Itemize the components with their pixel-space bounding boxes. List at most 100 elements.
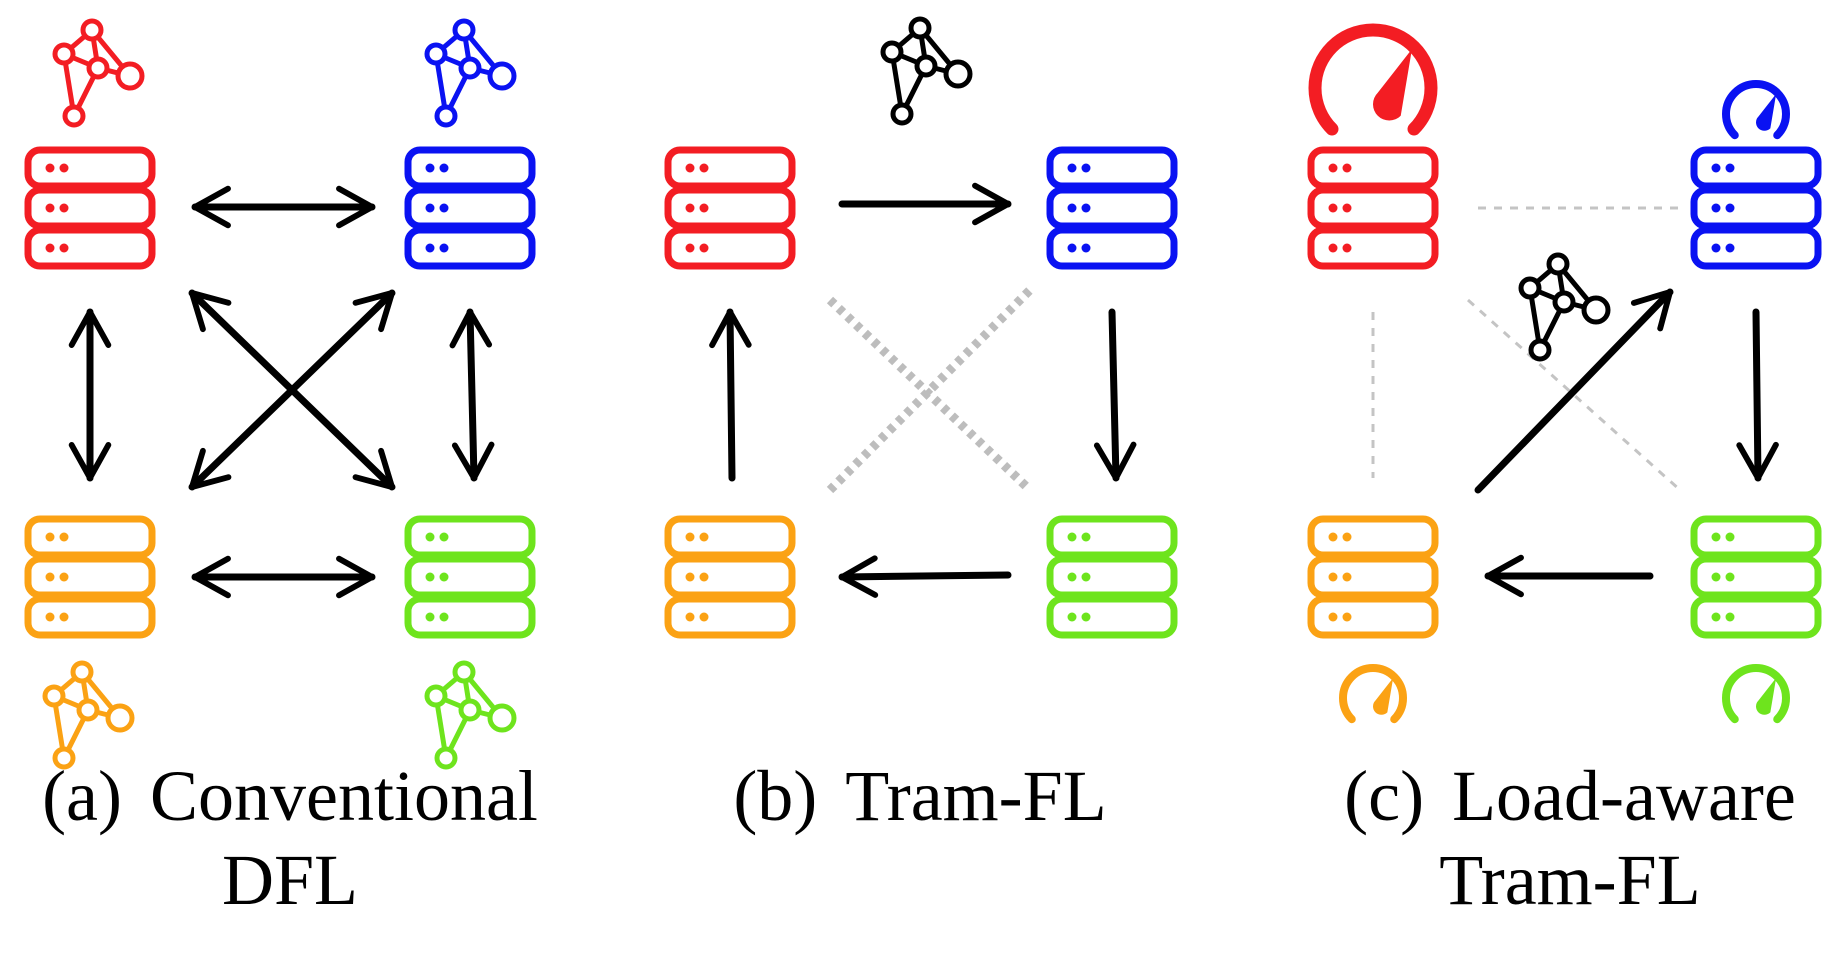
server-led xyxy=(1711,163,1721,173)
graph-node xyxy=(890,102,914,126)
server-led xyxy=(425,612,435,622)
arrow-orange-to-red xyxy=(709,308,752,482)
server-unit xyxy=(664,595,796,639)
server-orange-b xyxy=(664,515,796,639)
server-led xyxy=(45,532,55,542)
server-led xyxy=(699,532,709,542)
server-led xyxy=(1081,243,1091,253)
server-led xyxy=(1328,532,1338,542)
server-unit xyxy=(1690,595,1822,639)
graph-node xyxy=(70,660,94,684)
server-unit xyxy=(1046,595,1178,639)
graph-node xyxy=(1518,276,1542,300)
graph-node xyxy=(424,42,448,66)
server-led xyxy=(1711,612,1721,622)
server-unit xyxy=(664,515,796,559)
server-led xyxy=(685,572,695,582)
server-unit xyxy=(1307,595,1439,639)
server-unit xyxy=(1690,555,1822,599)
caption-title-c-line1: Load-aware xyxy=(1452,756,1796,836)
server-unit xyxy=(24,146,156,190)
server-led xyxy=(1067,532,1077,542)
speedometer-gauge-icon-blue xyxy=(1722,80,1790,140)
server-led xyxy=(1342,203,1352,213)
server-led xyxy=(1081,572,1091,582)
server-led xyxy=(685,203,695,213)
graph-node xyxy=(1528,338,1552,362)
graph-node xyxy=(1546,252,1570,276)
server-led xyxy=(425,163,435,173)
caption-label-a: (a) xyxy=(42,756,122,836)
server-led xyxy=(439,203,449,213)
server-led xyxy=(1081,163,1091,173)
model-graph-icon-green-a xyxy=(424,660,517,770)
server-led xyxy=(1328,572,1338,582)
server-unit xyxy=(1046,146,1178,190)
server-unit xyxy=(24,515,156,559)
server-led xyxy=(1711,243,1721,253)
panel-b xyxy=(664,16,1178,639)
server-red-b xyxy=(664,146,796,270)
caption-title-c-line2: Tram-FL xyxy=(1439,840,1701,920)
gauge-needle xyxy=(1756,93,1777,131)
caption-panel-c: (c)Load-aware Tram-FL xyxy=(1330,754,1810,922)
server-unit xyxy=(1046,555,1178,599)
graph-node xyxy=(434,104,458,128)
server-led xyxy=(1711,572,1721,582)
server-led xyxy=(685,612,695,622)
gauge-needle xyxy=(1373,49,1412,121)
graph-node xyxy=(434,746,458,770)
server-led xyxy=(1725,572,1735,582)
server-led xyxy=(59,532,69,542)
server-unit xyxy=(24,186,156,230)
server-led xyxy=(439,572,449,582)
server-led xyxy=(1081,203,1091,213)
server-unit xyxy=(1690,186,1822,230)
server-led xyxy=(45,612,55,622)
server-led xyxy=(1725,203,1735,213)
server-led xyxy=(59,163,69,173)
gauge-arc xyxy=(1722,664,1790,724)
graph-node xyxy=(76,698,100,722)
graph-node xyxy=(80,18,104,42)
server-led xyxy=(699,612,709,622)
caption-panel-a: (a)Conventional DFL xyxy=(30,754,550,922)
server-unit xyxy=(1046,186,1178,230)
gauge-arc xyxy=(1339,664,1407,724)
graph-node xyxy=(908,16,932,40)
model-graph-icon-traveling-b xyxy=(880,16,973,126)
server-led xyxy=(1328,203,1338,213)
server-unit xyxy=(1307,146,1439,190)
graph-node xyxy=(1552,290,1576,314)
graph-node xyxy=(424,684,448,708)
server-unit xyxy=(1690,226,1822,270)
graph-node xyxy=(943,59,973,89)
server-unit xyxy=(664,226,796,270)
graph-node xyxy=(487,703,517,733)
arrow-blue-green-bidir xyxy=(449,308,495,482)
server-unit xyxy=(1307,555,1439,599)
caption-label-b: (b) xyxy=(733,756,818,836)
server-led xyxy=(1342,163,1352,173)
server-led xyxy=(439,532,449,542)
speedometer-gauge-icon-red-high-load xyxy=(1308,23,1438,136)
caption-title-a-line1: Conventional xyxy=(149,756,538,836)
graph-node xyxy=(487,61,517,91)
server-led xyxy=(1328,163,1338,173)
server-led xyxy=(45,163,55,173)
graph-node xyxy=(452,660,476,684)
server-led xyxy=(1725,163,1735,173)
panel-a xyxy=(24,18,536,770)
server-green-b xyxy=(1046,515,1178,639)
server-unit xyxy=(1690,146,1822,190)
server-led xyxy=(439,163,449,173)
server-led xyxy=(1067,572,1077,582)
server-led xyxy=(1067,612,1077,622)
server-unit xyxy=(404,555,536,599)
server-unit xyxy=(404,595,536,639)
server-led xyxy=(1081,612,1091,622)
server-blue-a xyxy=(404,146,536,270)
graph-node xyxy=(115,61,145,91)
server-led xyxy=(1725,612,1735,622)
